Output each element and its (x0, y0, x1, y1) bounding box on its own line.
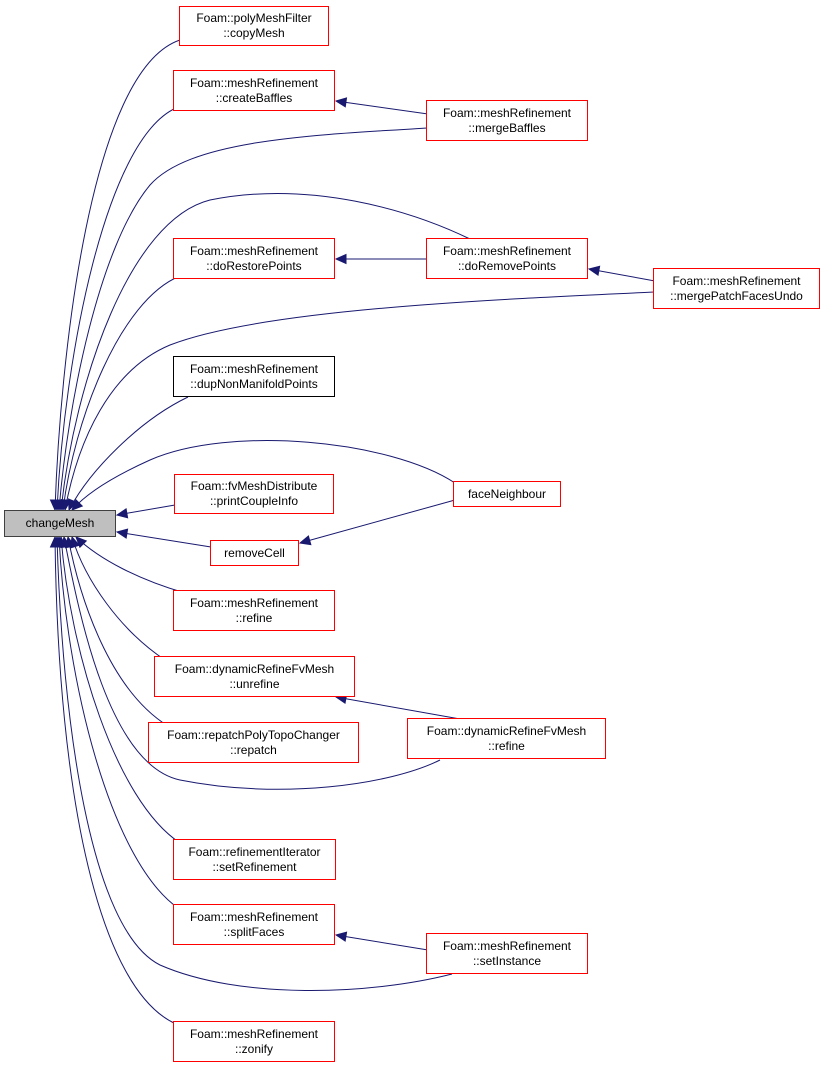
node-copyMesh-label-1: Foam::polyMeshFilter (196, 11, 312, 25)
node-dupNonManifoldPoints-label-1: Foam::meshRefinement (189, 361, 319, 376)
edge-copyMesh-to-changeMesh (54, 39, 181, 511)
node-setInstance-label-2: ::setInstance (472, 953, 542, 968)
node-doRestorePoints-label-1: Foam::meshRefinement (189, 243, 319, 258)
node-repatch-label-1: Foam::repatchPolyTopoChanger (167, 727, 340, 742)
edge-refineDyn-to-unrefine (335, 696, 461, 720)
node-setRefinement[interactable]: Foam::refinementIterator ::setRefinement (173, 839, 336, 880)
edge-mergePatchFacesUndo-to-doRemovePoints (588, 268, 656, 282)
edge-setInstance-to-splitFaces (335, 934, 429, 951)
node-setInstance-label-1: Foam::meshRefinement (442, 938, 572, 953)
edge-splitFaces-to-changeMesh (58, 536, 179, 909)
node-createBaffles-label-2: ::createBaffles (215, 90, 293, 105)
arrowhead-mergePatchFacesUndo-to-doRemovePoints (587, 265, 601, 277)
node-unrefine[interactable]: Foam::dynamicRefineFvMesh ::unrefine (154, 656, 355, 697)
node-setRefinement-label-1: Foam::refinementIterator (188, 844, 321, 859)
node-doRestorePoints[interactable]: Foam::meshRefinement ::doRestorePoints (173, 238, 335, 279)
edge-refineMR-to-changeMesh (75, 536, 186, 594)
node-printCoupleInfo[interactable]: Foam::fvMeshDistribute ::printCoupleInfo (174, 474, 334, 514)
arrowhead-removeCell-to-changeMesh (115, 528, 129, 539)
edge-setInstance-to-changeMesh (56, 536, 453, 991)
edge-removeCell-to-changeMesh (116, 531, 212, 548)
edge-dupNonManifoldPoints-to-changeMesh (68, 396, 189, 511)
arrowhead-faceNeighbour-to-changeMesh (71, 498, 84, 511)
node-refineDyn[interactable]: Foam::dynamicRefineFvMesh ::refine (407, 718, 606, 759)
node-splitFaces-label-2: ::splitFaces (223, 924, 285, 939)
node-unrefine-label-1: Foam::dynamicRefineFvMesh (174, 661, 335, 676)
node-zonify-label-1: Foam::meshRefinement (189, 1026, 319, 1041)
node-mergePatchFacesUndo[interactable]: Foam::meshRefinement ::mergePatchFacesUn… (653, 268, 820, 309)
node-refineDyn-label-1: Foam::dynamicRefineFvMesh (426, 723, 587, 738)
node-removeCell-label-1: removeCell (224, 545, 285, 560)
node-changeMesh: changeMesh (4, 510, 116, 537)
node-mergeBaffles-label-1: Foam::meshRefinement (442, 105, 572, 120)
node-unrefine-label-2: ::unrefine (229, 676, 280, 691)
arrowhead-repatch-to-changeMesh (64, 535, 76, 549)
edge-mergePatchFacesUndo-to-changeMesh (64, 291, 656, 511)
node-repatch-label-2: ::repatch (230, 742, 277, 757)
arrowhead-setInstance-to-splitFaces (334, 931, 348, 942)
node-repatch[interactable]: Foam::repatchPolyTopoChanger ::repatch (148, 722, 359, 763)
node-refineMR-label-1: Foam::meshRefinement (189, 595, 319, 610)
node-mergeBaffles[interactable]: Foam::meshRefinement ::mergeBaffles (426, 100, 588, 141)
node-refineMR[interactable]: Foam::meshRefinement ::refine (173, 590, 335, 631)
arrowhead-printCoupleInfo-to-changeMesh (115, 508, 129, 519)
node-copyMesh[interactable]: Foam::polyMeshFilter ::copyMesh (179, 6, 329, 46)
node-copyMesh-label-2: ::copyMesh (223, 26, 285, 40)
node-setInstance[interactable]: Foam::meshRefinement ::setInstance (426, 933, 588, 974)
edge-zonify-to-changeMesh (54, 536, 177, 1025)
edge-unrefine-to-changeMesh (71, 536, 166, 661)
edge-doRemovePoints-to-changeMesh (60, 193, 471, 511)
node-splitFaces[interactable]: Foam::meshRefinement ::splitFaces (173, 904, 335, 945)
edge-mergeBaffles-to-createBaffles (335, 100, 429, 115)
node-setRefinement-label-2: ::setRefinement (212, 859, 297, 874)
node-faceNeighbour-label-1: faceNeighbour (467, 486, 547, 501)
edge-createBaffles-to-changeMesh (56, 107, 177, 511)
node-createBaffles[interactable]: Foam::meshRefinement ::createBaffles (173, 70, 335, 111)
node-splitFaces-label-1: Foam::meshRefinement (189, 909, 319, 924)
node-mergeBaffles-label-2: ::mergeBaffles (468, 120, 546, 135)
edge-repatch-to-changeMesh (67, 536, 169, 727)
node-dupNonManifoldPoints-label-2: ::dupNonManifoldPoints (190, 376, 318, 391)
node-createBaffles-label-1: Foam::meshRefinement (189, 75, 319, 90)
node-doRemovePoints-label-1: Foam::meshRefinement (442, 243, 572, 258)
node-printCoupleInfo-label-2: ::printCoupleInfo (209, 494, 299, 508)
edge-refineDyn-to-changeMesh (63, 536, 441, 790)
node-printCoupleInfo-label-1: Foam::fvMeshDistribute (190, 479, 318, 493)
edge-faceNeighbour-to-changeMesh (71, 440, 456, 511)
edge-doRestorePoints-to-changeMesh (62, 275, 181, 511)
node-refineDyn-label-2: ::refine (488, 738, 525, 753)
node-dupNonManifoldPoints[interactable]: Foam::meshRefinement ::dupNonManifoldPoi… (173, 356, 335, 397)
node-doRestorePoints-label-2: ::doRestorePoints (206, 258, 302, 273)
arrowhead-zonify-to-changeMesh (49, 535, 61, 548)
node-zonify-label-2: ::zonify (234, 1041, 273, 1056)
edge-faceNeighbour-to-removeCell (299, 499, 456, 544)
arrowhead-refineMR-to-changeMesh (75, 536, 88, 549)
node-faceNeighbour[interactable]: faceNeighbour (453, 481, 561, 507)
node-doRemovePoints[interactable]: Foam::meshRefinement ::doRemovePoints (426, 238, 588, 279)
node-removeCell[interactable]: removeCell (210, 540, 299, 566)
arrowhead-faceNeighbour-to-removeCell (298, 535, 312, 546)
arrowhead-mergeBaffles-to-createBaffles (334, 97, 348, 108)
node-changeMesh-label-1: changeMesh (25, 516, 95, 530)
node-doRemovePoints-label-2: ::doRemovePoints (457, 258, 557, 273)
node-refineMR-label-2: ::refine (235, 610, 273, 625)
arrowhead-doRemovePoints-to-doRestorePoints (334, 253, 347, 265)
node-zonify[interactable]: Foam::meshRefinement ::zonify (173, 1021, 335, 1062)
edge-mergeBaffles-to-changeMesh (58, 127, 429, 511)
edge-setRefinement-to-changeMesh (60, 536, 181, 844)
node-mergePatchFacesUndo-label-1: Foam::meshRefinement (672, 273, 801, 288)
node-mergePatchFacesUndo-label-2: ::mergePatchFacesUndo (670, 288, 803, 303)
